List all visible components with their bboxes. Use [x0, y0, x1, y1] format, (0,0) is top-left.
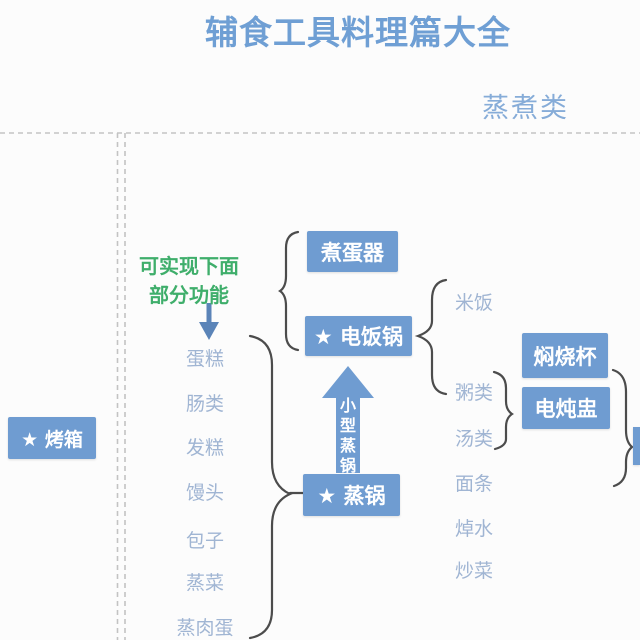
brace-porridge-soup-to-stewpot [492, 370, 514, 451]
list-item: 肠类 [185, 393, 224, 415]
arrow-char: 锅 [339, 456, 356, 475]
list-item: 面条 [454, 473, 493, 495]
box-egg-cooker: 煮蛋器 [307, 231, 398, 272]
down-arrow-head-icon [199, 322, 219, 340]
brace-left-list-to-steamer [248, 334, 293, 640]
box-clipped-right-edge [633, 427, 640, 465]
box-stew-pot: 电炖盅 [522, 387, 610, 429]
category-label-steam-boil: 蒸煮类 [482, 93, 569, 124]
box-rice-cooker: ★ 电饭锅 [305, 316, 412, 356]
list-item: 包子 [185, 530, 224, 552]
list-item: 焯水 [454, 518, 493, 540]
box-steamer: ★ 蒸锅 [303, 474, 400, 516]
arrow-char: 型 [339, 416, 356, 435]
list-item: 粥类 [454, 382, 493, 404]
arrow-char: 蒸 [339, 436, 356, 455]
list-item: 蒸肉蛋 [176, 617, 234, 639]
brace-right-group-to-clipped-box [611, 368, 634, 488]
annotation-line1: 可实现下面 [139, 254, 239, 278]
list-item: 发糕 [185, 437, 224, 459]
brace-egg-rice-group [278, 230, 300, 352]
brace-rice-cooker-outputs [414, 278, 448, 396]
up-arrow-label-small-steamer: 小 型 蒸 锅 [334, 397, 362, 475]
annotation-line2: 部分功能 [149, 283, 229, 307]
list-item: 蒸菜 [185, 572, 224, 594]
up-arrow-small-steamer-icon [322, 366, 374, 473]
page-title: 辅食工具料理篇大全 [205, 13, 511, 52]
list-item: 汤类 [454, 428, 493, 450]
list-item: 米饭 [454, 292, 493, 314]
box-oven: ★ 烤箱 [8, 417, 96, 459]
arrow-char: 小 [339, 396, 356, 415]
list-item: 炒菜 [454, 560, 493, 582]
list-item: 馒头 [185, 482, 224, 504]
list-item: 蛋糕 [185, 348, 224, 370]
box-thermal-cup: 焖烧杯 [522, 333, 608, 378]
